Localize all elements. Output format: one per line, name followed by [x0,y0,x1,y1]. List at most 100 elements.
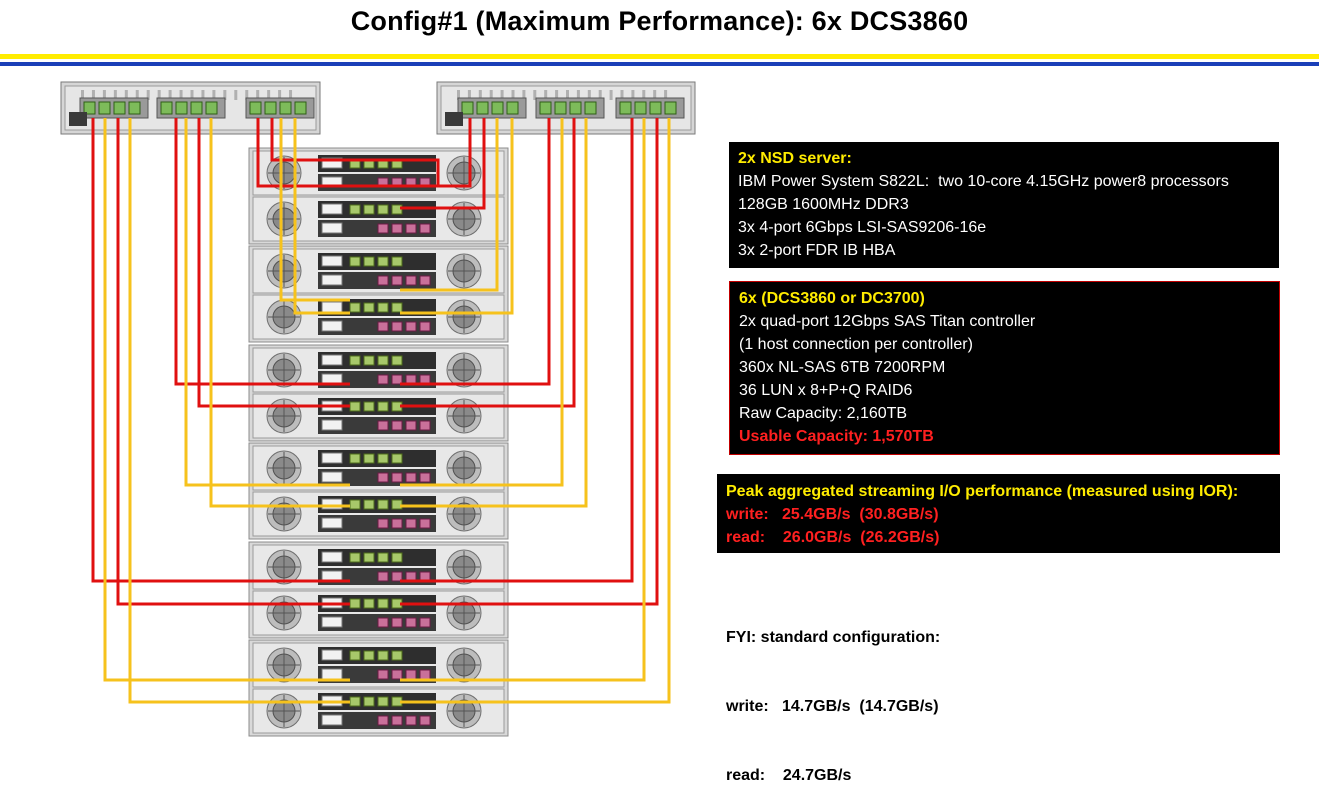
vent-slot [566,90,569,100]
nsd-server [60,81,321,135]
expansion-port [391,669,403,680]
power-socket [321,354,343,366]
vent-slot [124,90,128,100]
expansion-port [391,223,403,234]
sas-port [391,552,403,563]
sas-port [377,696,389,707]
controller-board [318,253,436,270]
vent-slot [190,90,194,100]
power-socket [321,255,343,267]
hba-port [175,101,188,115]
vent-slot [555,90,559,100]
fyi-note: FYI: standard configuration: write: 14.7… [726,580,940,810]
expansion-port [419,617,431,628]
storage-enclosure [248,541,509,639]
vent-slot [533,90,537,100]
sas-port [391,302,403,313]
power-socket [321,649,343,661]
sas-port [349,204,361,215]
storage-line: Raw Capacity: 2,160TB [739,405,908,422]
expansion-port [419,321,431,332]
expansion-port [405,275,417,286]
vent-slot [653,90,657,100]
power-socket [321,419,343,431]
sas-cable-yellow [279,118,350,302]
controller-board [318,693,436,710]
storage-enclosure [248,245,509,343]
hba-port [554,101,567,115]
vent-slot [81,90,84,100]
fyi-read: read: 24.7GB/s [726,767,852,784]
vent-slot [201,90,205,100]
hba-port [279,101,292,115]
performance-heading: Peak aggregated streaming I/O performanc… [726,483,1239,500]
sas-cable-yellow [128,118,350,704]
sas-port [377,453,389,464]
vent-slot [91,90,95,100]
title-rule-blue [0,62,1319,66]
hba-port [205,101,218,115]
sas-cable-yellow [400,118,499,292]
sas-port [363,355,375,366]
sas-cable-yellow [209,118,350,508]
page-title: Config#1 (Maximum Performance): 6x DCS38… [350,6,969,36]
controller-board [318,352,436,369]
storage-line: (1 host connection per controller) [739,336,973,353]
sas-cable-red [400,118,659,606]
sas-cable-yellow [184,118,350,487]
expansion-port [377,571,389,582]
storage-enclosures [248,147,509,737]
expansion-port [419,420,431,431]
expansion-port [405,669,417,680]
sas-cable-red [91,118,350,583]
hba-port [294,101,307,115]
expansion-port [377,669,389,680]
nsd-server-line: IBM Power System S822L: two 10-core 4.15… [738,173,1229,190]
sas-cable-red [256,118,438,188]
vent-slot [598,90,602,100]
expansion-port [419,715,431,726]
controller-board [318,201,436,218]
sas-cable-yellow [400,118,514,315]
sas-port [349,302,361,313]
hba-port [539,101,552,115]
nsd-server-line: 128GB 1600MHz DDR3 [738,196,909,213]
hba-port [619,101,632,115]
sas-port [363,204,375,215]
vent-slot [620,90,624,100]
hba-port [491,101,504,115]
performance-write: write: 25.4GB/s (30.8GB/s) [726,506,939,523]
sas-port [349,256,361,267]
vent-slot [631,90,635,100]
sas-cable-red [400,118,486,210]
power-socket [321,498,343,510]
cabling-diagram [60,81,696,737]
expansion-port [419,275,431,286]
storage-line: 36 LUN x 8+P+Q RAID6 [739,382,913,399]
storage-line: 360x NL-SAS 6TB 7200RPM [739,359,946,376]
hba-port [98,101,111,115]
sas-port [363,650,375,661]
vent-slot [223,90,227,100]
sas-port [377,401,389,412]
expansion-port [405,715,417,726]
vent-slot [212,90,216,100]
cables [91,118,671,704]
sas-cable-red [400,118,551,386]
hba-port [664,101,677,115]
vent-slot [511,90,515,100]
title-rule-yellow [0,54,1319,59]
sas-port [349,696,361,707]
controller-board [318,450,436,467]
expansion-port [391,715,403,726]
vent-slot [609,90,613,100]
expansion-port [391,321,403,332]
vent-slot [168,90,172,100]
sas-port [349,453,361,464]
vent-slot [256,90,260,100]
sas-cable-red [400,118,472,188]
storage-enclosure [248,639,509,737]
vent-slot [102,90,106,100]
controller-board [318,549,436,566]
hba-port [506,101,519,115]
